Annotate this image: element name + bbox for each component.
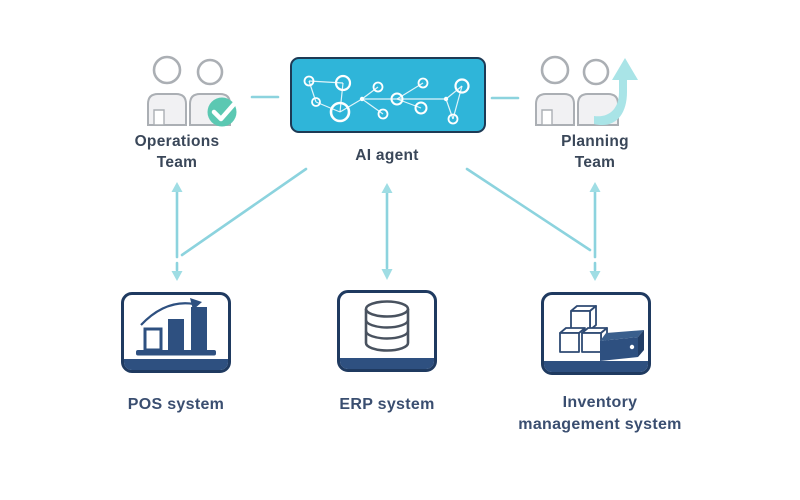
- operations-team-label: Operations Team: [102, 131, 252, 173]
- connector-planning-to-inventory: [589, 182, 601, 281]
- inventory-system-label-line2: management system: [518, 416, 682, 433]
- erp-system-label: ERP system: [312, 394, 462, 416]
- erp-system-label-text: ERP system: [339, 396, 435, 413]
- people-growth-icon: [535, 55, 638, 126]
- planning-team-label-line2: Team: [574, 154, 616, 171]
- operations-team-label-line1: Operations: [134, 133, 220, 150]
- inventory-system-label-line1: Inventory: [562, 394, 638, 411]
- bar-chart-icon: [136, 298, 216, 356]
- check-badge-icon: [207, 97, 237, 127]
- pos-system-label: POS system: [101, 394, 251, 416]
- ai-agent-label: AI agent: [312, 145, 462, 166]
- connector-operations-to-pos: [171, 182, 183, 281]
- ai-agent-label-text: AI agent: [355, 147, 419, 164]
- connector-agent-to-inventory: [465, 167, 592, 252]
- node-operations-team: [140, 52, 240, 128]
- inventory-system-label: Inventory management system: [505, 392, 695, 436]
- card-accent-bar: [340, 358, 434, 369]
- node-pos-system: [121, 292, 231, 373]
- node-planning-team: [530, 50, 650, 130]
- node-inventory-system: [541, 292, 651, 375]
- operations-team-label-line2: Team: [156, 154, 198, 171]
- pos-system-label-text: POS system: [127, 396, 225, 413]
- ai-network-icon: [303, 74, 470, 125]
- connector-agent-to-pos: [180, 167, 308, 257]
- inventory-boxes-icon: [559, 305, 644, 361]
- planning-team-label-line1: Planning: [561, 133, 629, 150]
- people-check-icon: [147, 55, 238, 127]
- database-icon: [364, 300, 410, 352]
- node-ai-agent: [290, 57, 486, 133]
- card-accent-bar: [124, 359, 228, 370]
- connector-agent-to-erp: [381, 183, 393, 280]
- planning-team-label: Planning Team: [520, 131, 670, 173]
- card-accent-bar: [544, 361, 648, 372]
- node-erp-system: [337, 290, 437, 372]
- growth-arrow-icon: [594, 58, 638, 126]
